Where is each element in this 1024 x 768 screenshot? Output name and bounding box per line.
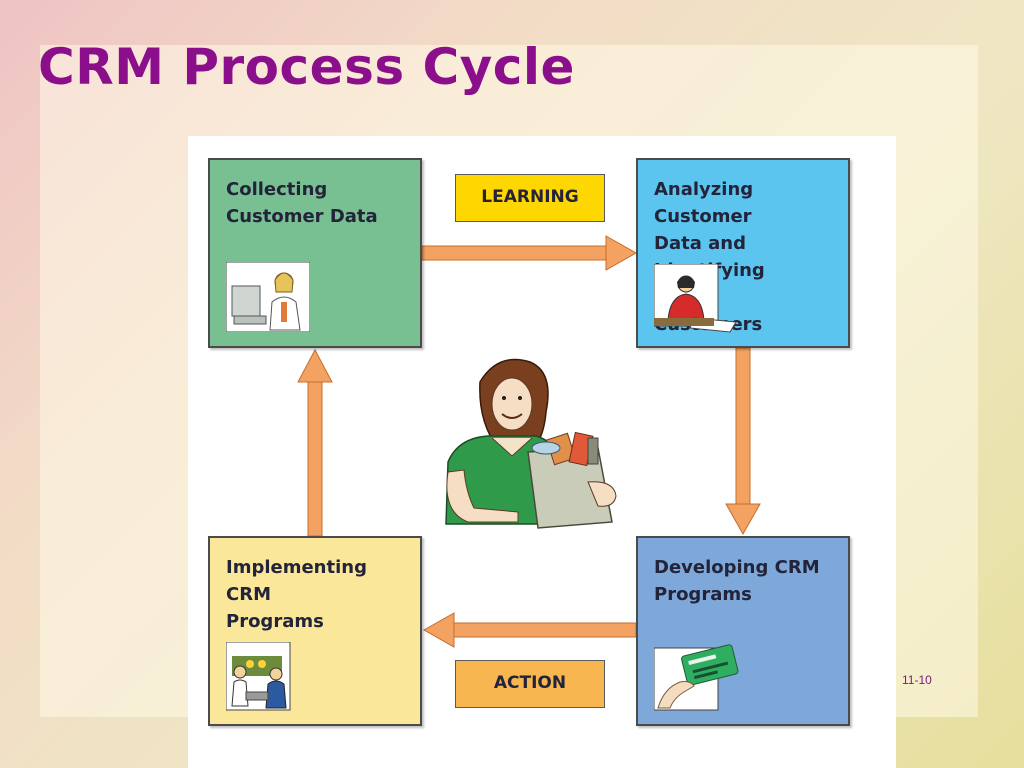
developing-crm-programs-box: Developing CRM Programs [636, 536, 850, 726]
action-label: ACTION [455, 660, 605, 708]
cycle-arrows [297, 235, 761, 648]
collecting-line-1: Collecting [226, 179, 328, 200]
developing-line-2: Programs [654, 584, 752, 605]
store-staff-icon [226, 642, 291, 711]
arrow-collect-to-analyze [421, 235, 638, 271]
analyst-at-desk-icon [654, 264, 737, 333]
arrow-implement-to-collect [297, 348, 333, 537]
implementing-line-1: Implementing CRM [226, 557, 367, 605]
slide-title: CRM Process Cycle [38, 38, 575, 96]
arrow-analyze-to-develop [725, 347, 761, 536]
analyzing-customer-data-box: Analyzing Customer Data and Identifying … [636, 158, 850, 348]
crm-cycle-diagram: LEARNING ACTION Collecting Customer Data… [188, 136, 896, 768]
learning-label: LEARNING [455, 174, 605, 222]
analyzing-line-1: Analyzing Customer [654, 179, 754, 227]
implementing-line-2: Programs [226, 611, 324, 632]
arrow-develop-to-implement [422, 612, 637, 648]
credit-card-icon [654, 644, 739, 711]
collecting-customer-data-box: Collecting Customer Data [208, 158, 422, 348]
collecting-line-2: Customer Data [226, 206, 378, 227]
clerk-at-computer-icon [226, 262, 310, 332]
page-number: 11-10 [902, 673, 932, 687]
shopper-with-bag-icon [445, 358, 617, 529]
implementing-crm-programs-box: Implementing CRM Programs [208, 536, 422, 726]
developing-line-1: Developing CRM [654, 557, 820, 578]
